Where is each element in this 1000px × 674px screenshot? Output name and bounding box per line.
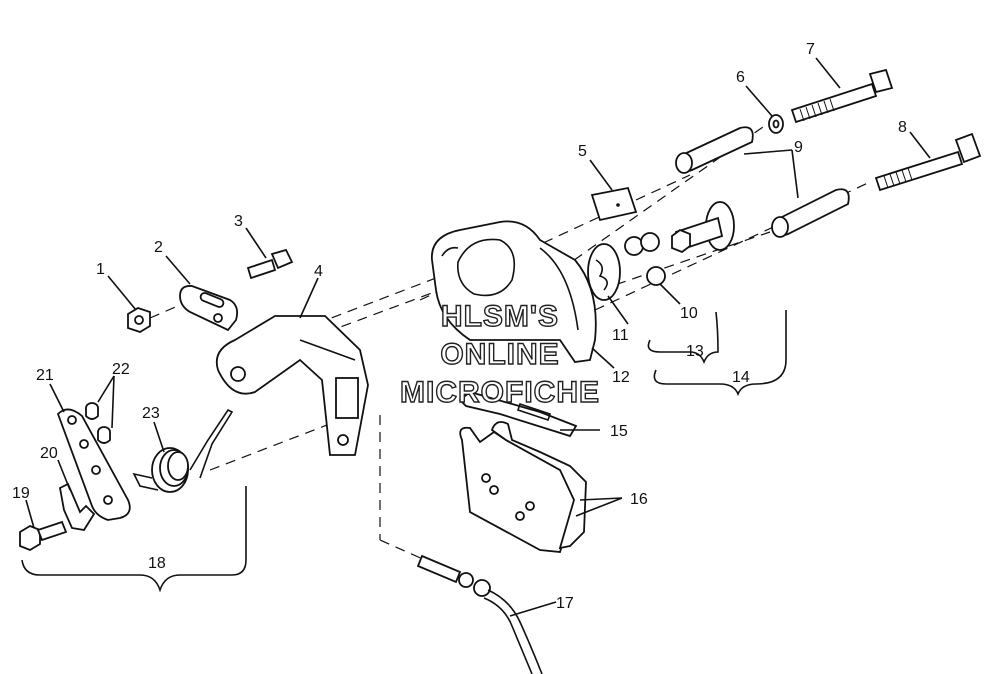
callout-17: 17 (556, 595, 574, 612)
callout-3: 3 (234, 213, 243, 230)
callout-16: 16 (630, 491, 648, 508)
callout-18: 18 (148, 555, 166, 572)
part-22-bushings (85, 402, 111, 444)
callout-13: 13 (686, 343, 704, 360)
part-19-bolt (19, 520, 68, 552)
callout-4: 4 (314, 263, 323, 280)
callout-19: 19 (12, 485, 30, 502)
part-7-bolt (790, 68, 894, 124)
callout-10: 10 (680, 305, 698, 322)
part-5-pin (590, 186, 638, 222)
part-11-retainer (587, 243, 621, 301)
watermark-line-3: MICROFICHE (400, 376, 600, 409)
watermark-line-1: HLSM'S (441, 300, 559, 333)
part-2-link (179, 285, 239, 332)
part-12-caliper-body (431, 220, 597, 363)
watermark-line-2: ONLINE (440, 338, 559, 371)
callout-2: 2 (154, 239, 163, 256)
part-9-sleeves (675, 126, 850, 238)
part-15-spring-clip (458, 391, 578, 438)
part-23-torsion-spring (132, 408, 234, 493)
part-17-cable (416, 554, 543, 674)
callout-15: 15 (610, 423, 628, 440)
part-6-washer (768, 114, 784, 134)
callout-5: 5 (578, 143, 587, 160)
callout-6: 6 (736, 69, 745, 86)
callout-20: 20 (40, 445, 58, 462)
part-4-bracket (215, 315, 369, 456)
callout-1: 1 (96, 261, 105, 278)
callout-21: 21 (36, 367, 54, 384)
callout-7: 7 (806, 41, 815, 58)
part-1-nut (127, 307, 151, 333)
callout-12: 12 (612, 369, 630, 386)
part-21-arm (56, 408, 131, 521)
callout-22: 22 (112, 361, 130, 378)
part-10-piston (624, 201, 735, 286)
part-8-bolt (874, 132, 982, 192)
group-brackets (21, 310, 787, 593)
callout-9: 9 (794, 139, 803, 156)
callout-8: 8 (898, 119, 907, 136)
callout-11: 11 (612, 327, 629, 344)
callout-14: 14 (732, 369, 750, 386)
part-3-bolt (246, 248, 294, 280)
callout-labels: 1 2 3 4 5 6 7 8 9 10 11 12 13 14 15 16 1… (12, 41, 907, 612)
part-20-lock-plate (58, 482, 96, 531)
part-16-brake-pads (459, 421, 587, 553)
callout-23: 23 (142, 405, 160, 422)
watermark: HLSM'S ONLINE MICROFICHE (399, 299, 600, 409)
leader-lines (25, 57, 931, 617)
